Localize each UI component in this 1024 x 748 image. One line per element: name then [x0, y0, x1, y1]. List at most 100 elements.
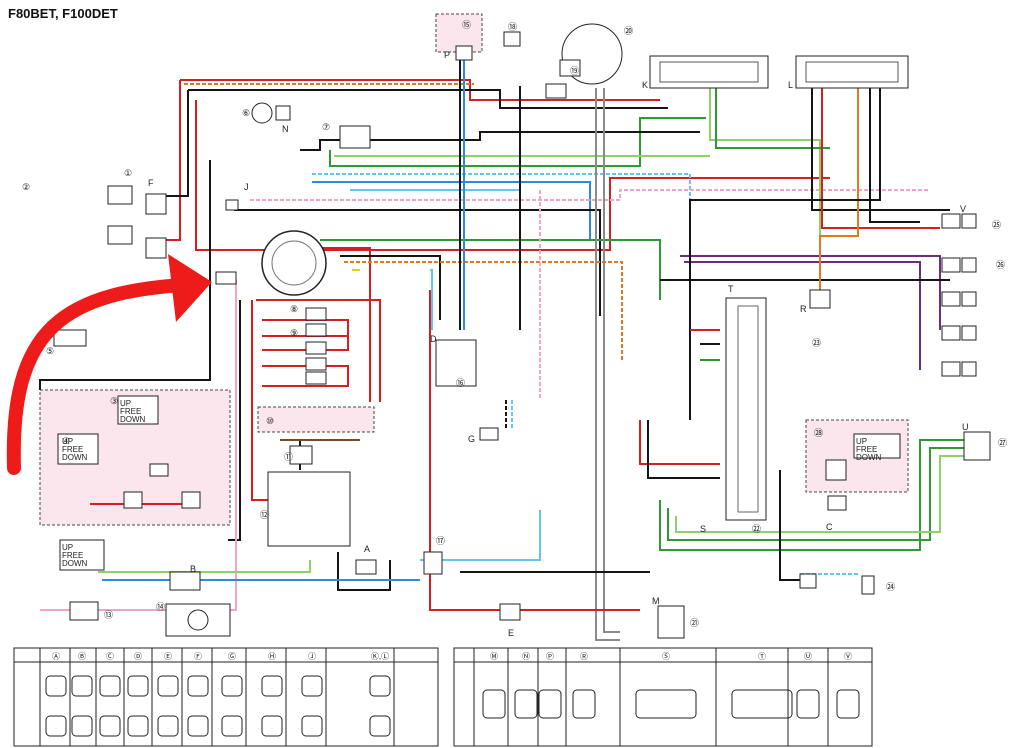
- wire-12: [234, 209, 601, 316]
- component-number-19: ⑲: [570, 66, 579, 76]
- connector-box-13: [305, 371, 327, 385]
- connector-box-36: [941, 361, 961, 377]
- component-number-12: ⑫: [260, 510, 269, 520]
- wire-4: [160, 80, 181, 241]
- connector-box-41: [69, 601, 99, 621]
- connector-box-27: [961, 213, 977, 229]
- table-header-right: Ⓣ: [758, 652, 766, 661]
- component-number-6: ⑥: [242, 108, 250, 118]
- connector-box-37: [479, 427, 499, 441]
- wire-32: [819, 88, 859, 290]
- wire-39: [647, 420, 720, 479]
- wire-56: [98, 560, 311, 573]
- connector-box-15: [169, 571, 201, 591]
- connector-box-29: [961, 291, 977, 307]
- table-header-right: Ⓜ: [490, 652, 498, 661]
- component-number-20: ⑳: [624, 26, 633, 36]
- component-6: [251, 102, 273, 124]
- table-header-right: Ⓝ: [522, 652, 530, 661]
- component-16-box: [435, 339, 477, 387]
- connector-box-39: [181, 491, 201, 509]
- connector-box-35: [941, 325, 961, 341]
- switch-row-label: UP: [120, 399, 131, 408]
- component-number-22: ㉒: [752, 524, 761, 534]
- component-number-13: ⑬: [104, 610, 113, 620]
- wire-23: [595, 88, 620, 641]
- connector-letter-n: N: [282, 124, 289, 134]
- connector-letter-s: S: [700, 524, 706, 534]
- wire-38: [639, 420, 720, 465]
- connector-box-3: [107, 185, 133, 205]
- switch-row-label: UP: [62, 543, 73, 552]
- relay-10-zone: [257, 406, 375, 433]
- connector-box-11: [305, 341, 327, 355]
- connector-letter-f: F: [148, 178, 154, 188]
- component-number-3: ③: [110, 396, 118, 406]
- connector-box-43: [117, 395, 159, 425]
- switch-row-label: DOWN: [120, 415, 146, 424]
- table-header-left: Ⓖ: [228, 652, 236, 661]
- connector-letter-l: L: [788, 80, 793, 90]
- component-27-box: [963, 431, 991, 461]
- table-header-left: Ⓚ,Ⓛ: [371, 652, 389, 661]
- table-header-left: Ⓐ: [52, 652, 60, 661]
- table-header-left: Ⓓ: [134, 652, 142, 661]
- switch-row-label: UP: [856, 437, 867, 446]
- wire-47: [429, 290, 640, 611]
- component-number-25: ㉕: [992, 220, 1001, 230]
- component-number-27: ㉗: [998, 438, 1007, 448]
- component-21-box: [657, 605, 685, 639]
- wire-28: [709, 88, 821, 300]
- wire-30: [811, 88, 950, 211]
- connector-letter-d: D: [430, 334, 437, 344]
- table-header-right: Ⓤ: [804, 652, 812, 661]
- connector-box-12: [305, 357, 327, 371]
- connector-box-28: [961, 257, 977, 273]
- connector-box-19: [545, 83, 567, 99]
- connector-letter-t: T: [728, 284, 734, 294]
- connector-box-32: [941, 213, 961, 229]
- component-number-26: ㉖: [996, 260, 1005, 270]
- wire-11: [250, 189, 930, 201]
- component-number-16: ⑯: [456, 378, 465, 388]
- wire-50: [256, 299, 381, 402]
- wire-31: [821, 88, 940, 229]
- table-header-left: Ⓙ: [308, 652, 316, 661]
- connector-box-33: [941, 257, 961, 273]
- connector-letter-p: P: [444, 50, 450, 60]
- table-header-left: Ⓑ: [78, 652, 86, 661]
- component-number-17: ⑰: [436, 536, 445, 546]
- wire-18: [344, 261, 623, 360]
- table-header-right: Ⓢ: [662, 652, 670, 661]
- component-number-14: ⑭: [156, 602, 165, 612]
- wire-34: [689, 88, 881, 420]
- battery: [53, 329, 87, 347]
- relay-box: [267, 471, 351, 547]
- connector-box-24: [827, 495, 847, 511]
- wire-53: [262, 365, 349, 387]
- switch-row-label: DOWN: [856, 453, 882, 462]
- component-number-15: ⑮: [462, 20, 471, 30]
- connector-box-4: [107, 225, 133, 245]
- switch-row-label: UP: [62, 437, 73, 446]
- connector-box-30: [961, 325, 977, 341]
- ecu-connector-k: [649, 55, 769, 89]
- connector-box-45: [825, 459, 847, 481]
- connector-box-26: [861, 575, 875, 595]
- connector-box-34: [941, 291, 961, 307]
- red-arrow: [6, 277, 207, 475]
- wire-48: [228, 300, 241, 541]
- component-number-24: ㉔: [886, 582, 895, 592]
- component-number-28: ㉘: [814, 428, 823, 438]
- connector-box-18: [499, 603, 521, 621]
- component-number-4: ④: [62, 436, 70, 446]
- connector-box-40: [149, 463, 169, 477]
- connector-letter-v: V: [960, 204, 966, 214]
- connector-box-46: [853, 433, 901, 459]
- ecu-connector-l: [795, 55, 909, 89]
- connector-box-14: [289, 445, 313, 465]
- switch-row-label: FREE: [120, 407, 141, 416]
- connector-box-21: [455, 45, 473, 61]
- table-header-right: Ⓡ: [580, 652, 588, 661]
- connector-box-22: [503, 31, 521, 47]
